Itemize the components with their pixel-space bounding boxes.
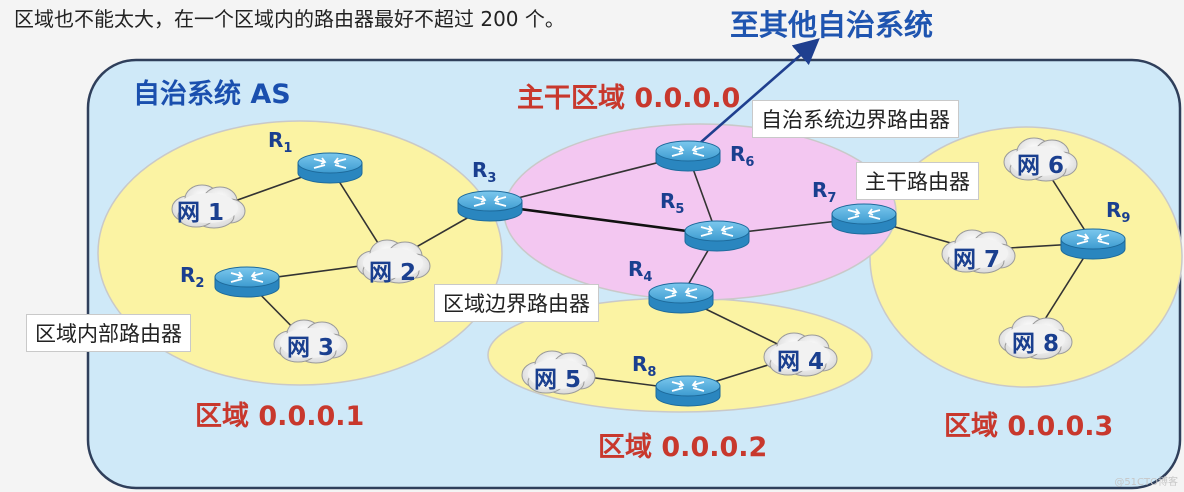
router-icon-r4 (648, 282, 714, 314)
network-label-2: 网 2 (369, 260, 417, 286)
area2-label: 区域 0.0.0.2 (598, 432, 768, 463)
area1-label: 区域 0.0.0.1 (195, 401, 365, 432)
network-cloud-2 (356, 239, 431, 284)
router-label-r2: R2 (180, 263, 205, 291)
router-label-r1: R1 (268, 128, 293, 156)
network-label-7: 网 7 (953, 247, 1001, 273)
network-label-5: 网 5 (534, 367, 582, 393)
area-border-router-callout: 区域边界路由器 (434, 284, 599, 322)
network-cloud-4 (763, 332, 838, 377)
router-label-r3: R3 (472, 158, 497, 186)
network-cloud-6 (1003, 137, 1078, 182)
network-label-6: 网 6 (1017, 153, 1065, 179)
as-boundary-router-callout: 自治系统边界路由器 (752, 100, 959, 138)
router-label-r6: R6 (730, 142, 755, 170)
external-arrow (699, 38, 820, 144)
router-icon-r6 (655, 140, 721, 172)
as-label: 自治系统 AS (133, 79, 291, 110)
r3-r5-link (489, 203, 718, 237)
backbone-router-callout: 主干路由器 (856, 162, 979, 200)
router-icon-r1 (297, 152, 363, 184)
router-icon-r8 (655, 375, 721, 407)
router-label-r5: R5 (660, 189, 685, 217)
router-label-r8: R8 (632, 352, 657, 380)
router-icon-r5 (684, 220, 750, 252)
router-icon-r2 (214, 266, 280, 298)
internal-router-callout: 区域内部路由器 (26, 314, 191, 352)
network-label-1: 网 1 (177, 200, 225, 226)
router-icon-r7 (831, 203, 897, 235)
top-note-text: 区域也不能太大，在一个区域内的路由器最好不超过 200 个。 (14, 7, 565, 31)
router-icon-r3 (457, 190, 523, 222)
router-label-r7: R7 (812, 178, 837, 206)
network-cloud-1 (171, 184, 246, 229)
router-label-r4: R4 (628, 257, 653, 285)
watermark: @51CTO博客 (1114, 477, 1178, 488)
network-cloud-3 (273, 319, 348, 364)
network-label-3: 网 3 (287, 335, 335, 361)
network-cloud-7 (941, 229, 1016, 274)
network-label-8: 网 8 (1012, 331, 1060, 357)
area3-label: 区域 0.0.0.3 (944, 411, 1114, 442)
router-icon-r9 (1060, 228, 1126, 260)
network-cloud-8 (998, 315, 1073, 360)
external-as-label: 至其他自治系统 (730, 8, 934, 42)
network-label-4: 网 4 (777, 349, 825, 375)
router-label-r9: R9 (1106, 198, 1131, 226)
backbone-area-label: 主干区域 0.0.0.0 (517, 83, 741, 114)
network-cloud-5 (521, 350, 596, 395)
